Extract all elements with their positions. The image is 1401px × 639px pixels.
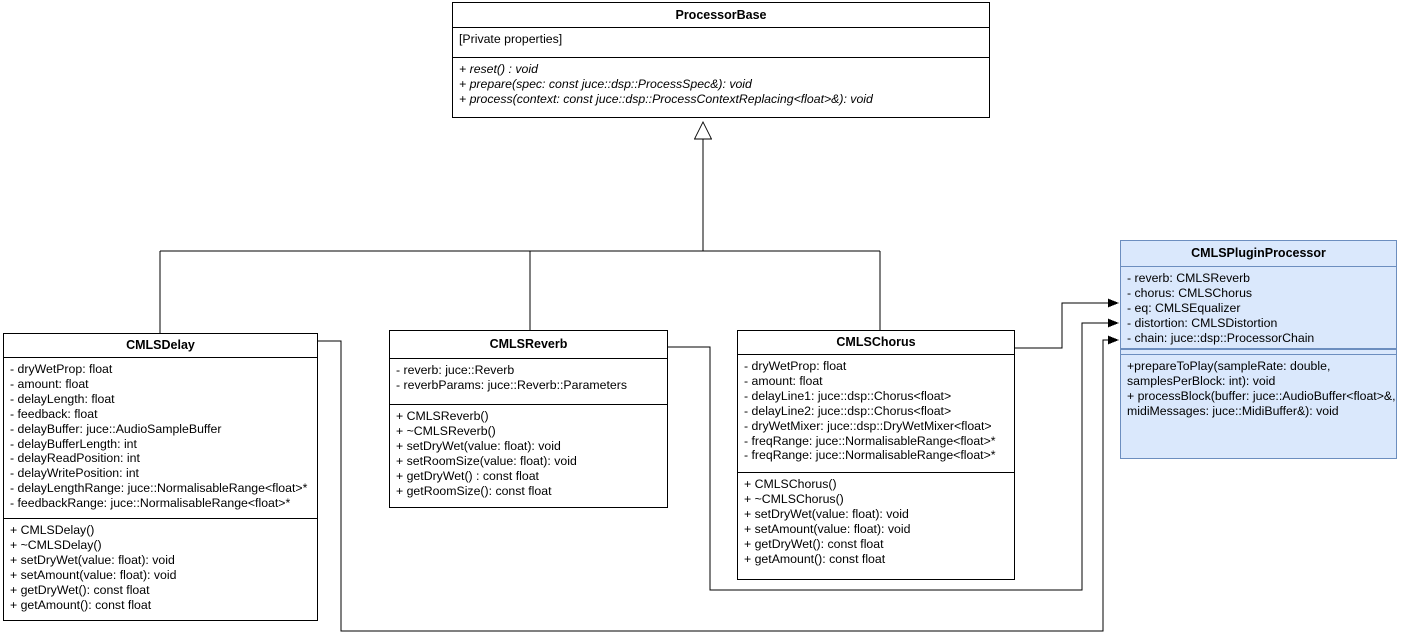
arrowhead-chorus-icon <box>1108 298 1119 308</box>
uml-method: + CMLSDelay() <box>10 523 95 537</box>
uml-attribute: - delayLine2: juce::dsp::Chorus<float> <box>744 403 952 418</box>
class-attributes-section: - reverb: juce::Reverb - reverbParams: j… <box>390 359 667 405</box>
association-chorus-plugin <box>1015 302 1108 349</box>
class-attributes-section: - dryWetProp: float - amount: float - de… <box>4 358 317 519</box>
uml-method: midiMessages: juce::MidiBuffer&): void <box>1127 403 1339 418</box>
uml-method: + ~CMLSChorus() <box>744 491 844 506</box>
class-methods-section: +prepareToPlay(sampleRate: double, sampl… <box>1121 355 1396 458</box>
uml-attribute: - delayWritePosition: int <box>10 466 139 481</box>
uml-attribute: - delayLength: float <box>10 391 115 406</box>
uml-attribute: - amount: float <box>10 376 89 391</box>
uml-attribute: - reverb: CMLSReverb <box>1127 271 1251 285</box>
class-title: CMLSChorus <box>738 331 1014 355</box>
uml-method: + getRoomSize(): const float <box>396 483 552 498</box>
class-box-cmlsreverb[interactable]: CMLSReverb - reverb: juce::Reverb - reve… <box>389 330 668 508</box>
uml-method: + setAmount(value: float): void <box>744 521 911 536</box>
uml-method: + getAmount(): const float <box>10 597 152 612</box>
uml-method: + reset() : void <box>459 62 538 76</box>
class-box-cmlsdelay[interactable]: CMLSDelay - dryWetProp: float - amount: … <box>3 333 318 621</box>
uml-attribute: - eq: CMLSEqualizer <box>1127 300 1241 315</box>
uml-attribute: - freqRange: juce::NormalisableRange<flo… <box>744 448 996 463</box>
uml-attribute: - delayBufferLength: int <box>10 436 137 451</box>
class-title: CMLSDelay <box>4 334 317 358</box>
class-methods-section: + CMLSReverb() + ~CMLSReverb() + setDryW… <box>390 405 667 507</box>
generalization-bus <box>159 139 881 333</box>
uml-method: + prepare(spec: const juce::dsp::Process… <box>459 76 752 91</box>
arrowhead-reverb-icon <box>1108 318 1119 328</box>
uml-method: + getDryWet(): const float <box>10 582 150 597</box>
uml-method: + getAmount(): const float <box>744 551 886 566</box>
uml-attribute: - amount: float <box>744 373 823 388</box>
uml-attribute: - delayLengthRange: juce::NormalisableRa… <box>10 481 308 496</box>
class-title: CMLSPluginProcessor <box>1121 241 1396 267</box>
uml-attribute: - dryWetProp: float <box>10 362 113 376</box>
class-methods-section: + CMLSDelay() + ~CMLSDelay() + setDryWet… <box>4 519 317 620</box>
uml-attribute: - dryWetMixer: juce::dsp::DryWetMixer<fl… <box>744 418 992 433</box>
class-methods-section: + CMLSChorus() + ~CMLSChorus() + setDryW… <box>738 473 1014 579</box>
uml-attribute: - delayLine1: juce::dsp::Chorus<float> <box>744 388 952 403</box>
uml-method: + ~CMLSReverb() <box>396 423 496 438</box>
generalization-triangle-icon <box>693 120 713 140</box>
uml-method: + setDryWet(value: float): void <box>396 438 561 453</box>
class-title: ProcessorBase <box>453 3 989 28</box>
uml-method: + CMLSChorus() <box>744 477 837 491</box>
class-attributes-section: [Private properties] <box>453 28 989 58</box>
uml-attribute: - chain: juce::dsp::ProcessorChain <box>1127 330 1315 345</box>
uml-method: + setAmount(value: float): void <box>10 567 177 582</box>
uml-attribute: - delayBuffer: juce::AudioSampleBuffer <box>10 421 222 436</box>
uml-method: + CMLSReverb() <box>396 409 489 423</box>
uml-method: + setRoomSize(value: float): void <box>396 453 577 468</box>
uml-attribute: - dryWetProp: float <box>744 359 847 373</box>
uml-method: + getDryWet() : const float <box>396 468 539 483</box>
uml-attribute: - feedbackRange: juce::NormalisableRange… <box>10 496 291 511</box>
class-box-processorbase[interactable]: ProcessorBase [Private properties] + res… <box>452 2 990 118</box>
class-attributes-section: - dryWetProp: float - amount: float - de… <box>738 355 1014 473</box>
uml-attribute: - feedback: float <box>10 406 98 421</box>
uml-method: samplesPerBlock: int): void <box>1127 373 1276 388</box>
uml-method: +prepareToPlay(sampleRate: double, <box>1127 359 1331 373</box>
uml-attribute: - reverb: juce::Reverb <box>396 363 515 377</box>
uml-method: + process(context: const juce::dsp::Proc… <box>459 91 873 106</box>
uml-method: + setDryWet(value: float): void <box>10 552 175 567</box>
class-methods-section: + reset() : void + prepare(spec: const j… <box>453 58 989 117</box>
empty-compartment-divider <box>1121 349 1396 355</box>
uml-attribute: - freqRange: juce::NormalisableRange<flo… <box>744 433 996 448</box>
uml-attribute: - delayReadPosition: int <box>10 451 140 466</box>
uml-attribute: [Private properties] <box>459 32 563 46</box>
class-title: CMLSReverb <box>390 331 667 359</box>
class-box-cmlspluginprocessor[interactable]: CMLSPluginProcessor - reverb: CMLSReverb… <box>1120 240 1397 459</box>
uml-method: + ~CMLSDelay() <box>10 537 102 552</box>
class-box-cmlschorus[interactable]: CMLSChorus - dryWetProp: float - amount:… <box>737 330 1015 580</box>
class-attributes-section: - reverb: CMLSReverb - chorus: CMLSChoru… <box>1121 267 1396 349</box>
uml-attribute: - reverbParams: juce::Reverb::Parameters <box>396 377 627 392</box>
uml-method: + processBlock(buffer: juce::AudioBuffer… <box>1127 388 1396 403</box>
uml-method: + getDryWet(): const float <box>744 536 884 551</box>
uml-attribute: - distortion: CMLSDistortion <box>1127 315 1278 330</box>
uml-method: + setDryWet(value: float): void <box>744 506 909 521</box>
uml-attribute: - chorus: CMLSChorus <box>1127 285 1253 300</box>
arrowhead-delay-icon <box>1108 335 1119 345</box>
